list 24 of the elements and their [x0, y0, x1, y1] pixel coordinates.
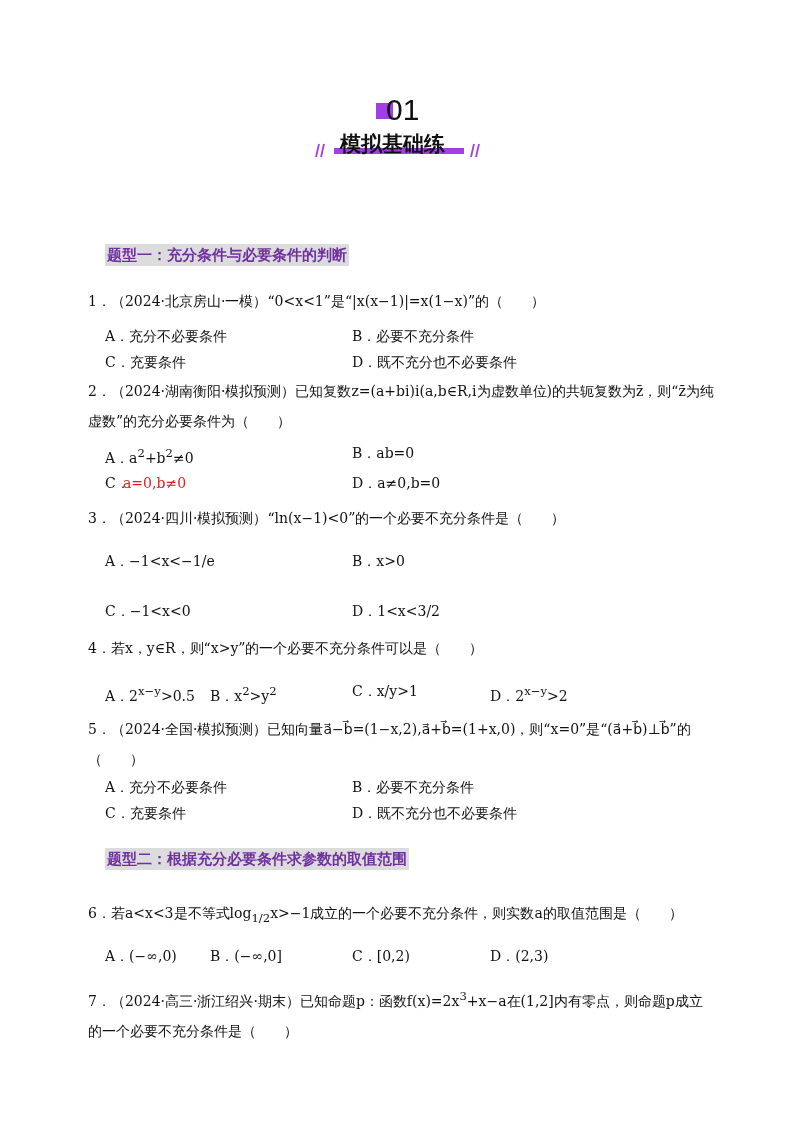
question-text: 5．（2024·全国·模拟预测）已知向量a⃗−b⃗=(1−x,2),a⃗+b⃗=(1+x,0)，则“x=0”是“(a⃗+b⃗)⊥b⃗”的（ ） [88, 719, 692, 769]
question-text: 7．（2024·高三·浙江绍兴·期末）已知命题p：函数f(x)=2x$^{3}$+x−a在(1,2]内有零点，则命题p成立的一个必要不充分条件是（ ） [88, 988, 704, 1041]
answer-option: A．(−∞,0) [105, 941, 177, 971]
answer-option: C．x/y>1 [352, 676, 418, 706]
answer-option: D．1<x<3/2 [352, 596, 441, 626]
question-text: 1．（2024·北京房山·一模）“0<x<1”是“|x(x−1)|=x(1−x)”的（ ） [88, 292, 546, 312]
section-heading: 题型一：充分条件与必要条件的判断 [105, 244, 349, 266]
answer-option: C．[0,2) [352, 941, 410, 971]
answer-option: A．2$^{x−y}$>0.5 [105, 676, 195, 711]
answer-option: D．(2,3) [490, 941, 549, 971]
question-text: 2．（2024·湖南衡阳·模拟预测）已知复数z=(a+bi)i(a,b∈R,i为虚数单位)的共轭复数为z̄，则“z̄为纯虚数”的充分必要条件为（ ） [88, 382, 715, 431]
answer-option: A．a$^{2}$+b$^{2}$≠0 [105, 438, 194, 473]
answer-option: B．(−∞,0] [210, 941, 282, 971]
question-text: 4．若x，y∈R，则“x>y”的一个必要不充分条件可以是（ ） [88, 639, 484, 658]
answer-option: B．x>0 [352, 546, 405, 576]
question-text: 3．（2024·四川·模拟预测）“ln(x−1)<0”的一个必要不充分条件是（ ） [88, 509, 566, 528]
answer-option: D．a≠0,b=0 [352, 468, 441, 498]
answer-option: D．2$^{x−y}$>2 [490, 676, 568, 711]
section-heading: 题型二：根据充分必要条件求参数的取值范围 [105, 848, 409, 870]
answer-option: B．x$^{2}$>y$^{2}$ [210, 676, 277, 711]
answer-option: C．−1<x<0 [105, 596, 191, 626]
question-text: 6．若a<x<3是不等式log$_{1/2}$x>−1成立的一个必要不充分条件，则实数a的取值范围是（ ） [88, 904, 683, 927]
answer-option: B．ab=0 [352, 438, 415, 468]
answer-option: A．−1<x<−1/e [105, 546, 215, 576]
